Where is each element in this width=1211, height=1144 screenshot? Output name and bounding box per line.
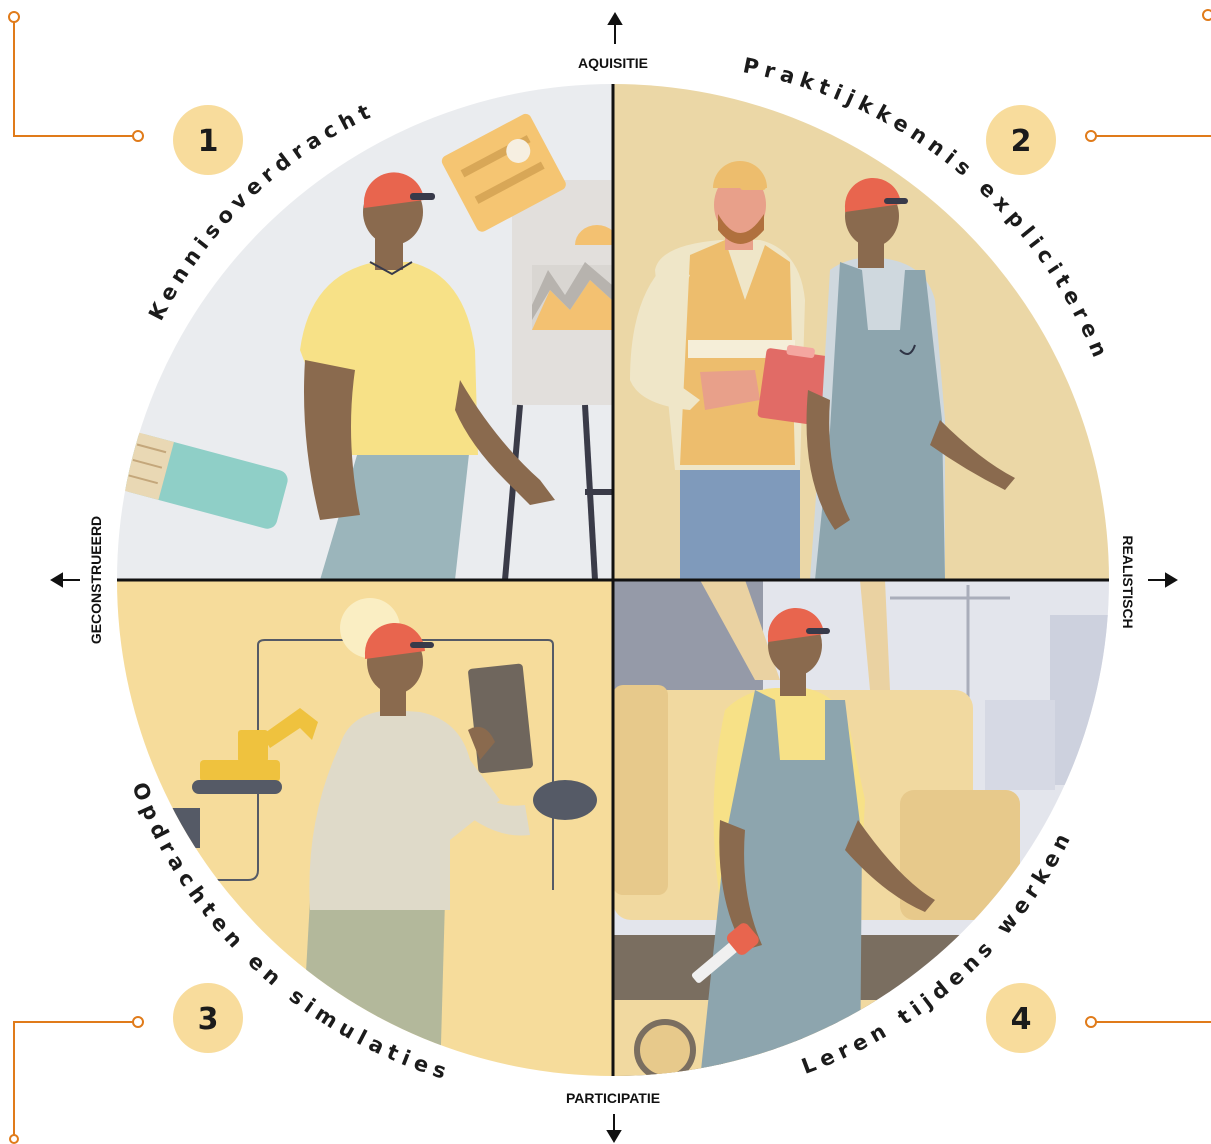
connector-line-3 [13,1021,133,1136]
connector-dot [8,11,20,23]
connector-dot [1202,9,1211,21]
easel-helmet-icon [575,225,613,245]
boom-arm [700,580,780,680]
badge-4-number: 4 [1011,1002,1032,1037]
easel-chart-shape [532,280,612,330]
boom-arm-2 [860,580,890,690]
easel-leg [502,404,523,580]
badge-2-number: 2 [1011,124,1032,159]
axis-label-bottom: PARTICIPATIE [566,1090,660,1106]
excavator-panel [613,685,668,895]
badge-4: 4 [986,983,1056,1053]
key-icon [691,923,759,983]
badge-1-number: 1 [198,124,219,159]
quadrant-1-illustration [119,113,613,580]
badge-3-number: 3 [198,1002,219,1037]
rock-pile [533,780,597,820]
package-box [441,113,566,232]
axis-arrow-right [1148,572,1178,588]
excavator-panel [900,790,1020,920]
worker-overalls [806,177,1015,580]
city-building [985,700,1055,790]
frame-outline-left [215,645,259,881]
frame-outline [257,639,554,890]
connector-dot [9,1134,19,1144]
axis-arrow-left [50,572,80,588]
axis-label-left: GECONSTRUEERD [88,516,104,644]
connector-dot [1085,1016,1097,1028]
worker-presenter [300,172,555,580]
connector-dot [132,1016,144,1028]
worker-with-key [691,607,935,1076]
city-building [1050,615,1109,785]
connector-line-1 [13,22,133,137]
axis-label-top: AQUISITIE [578,55,648,71]
badge-1: 1 [173,105,243,175]
axis-arrow-down [606,1114,622,1143]
axis-label-right: REALISTISCH [1120,535,1136,628]
badge-3: 3 [173,983,243,1053]
badge-2: 2 [986,105,1056,175]
excavator-icon [192,708,318,794]
connector-dot [1085,130,1097,142]
axis-arrow-up [607,12,623,44]
quadrant-2-illustration [630,161,1015,580]
easel-chart-grey [532,262,612,320]
connector-dot [132,130,144,142]
